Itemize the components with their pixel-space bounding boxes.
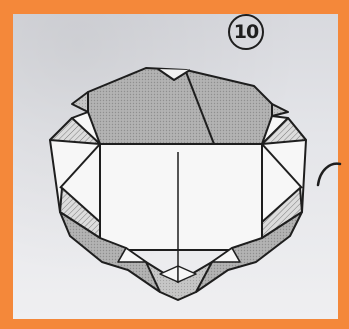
right-upper-flap — [272, 104, 288, 116]
left-upper-flap — [72, 92, 88, 112]
top-dome-face — [88, 68, 272, 144]
central-white-panel — [100, 144, 262, 250]
arrow-curve-icon — [318, 164, 340, 185]
